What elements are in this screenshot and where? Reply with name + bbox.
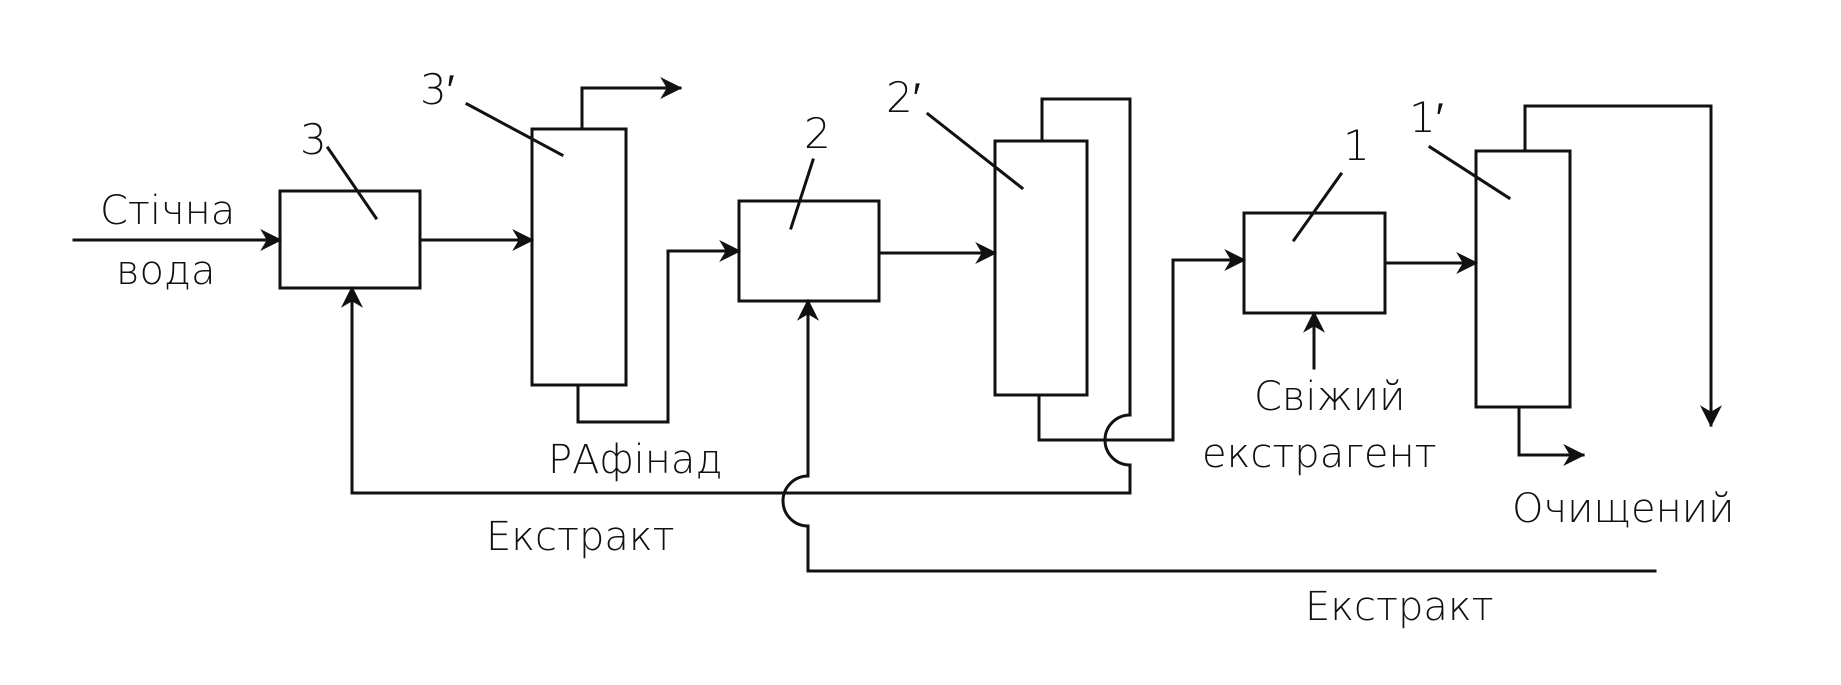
label-wastewater-line2: вода (116, 248, 216, 294)
mixer2-crossover-arc (781, 474, 810, 528)
unit-label-mixer-2: 2 (804, 109, 831, 158)
unit-label-column-3: 3′ (420, 65, 455, 114)
unit-label-column-1: 1′ (1409, 93, 1444, 142)
label-wastewater-line1: Стічна (100, 188, 235, 234)
leader-column-2 (925, 111, 1025, 191)
extract-return-to-mixer3-line (341, 285, 1132, 495)
column1-top-outlet-line (1523, 104, 1722, 428)
label-fresh-line2: екстрагент (1202, 431, 1437, 477)
column2-top-loop-line (1040, 97, 1132, 417)
column2-bottom-to-mixer1-line (1037, 249, 1247, 442)
column1-bottom-outlet-line (1517, 405, 1586, 466)
unit-label-mixer-3: 3 (300, 115, 327, 164)
unit-label-column-2: 2′ (886, 73, 921, 122)
leader-mixer-3 (325, 145, 379, 221)
mixer-3-box (278, 189, 422, 290)
column-1-box (1474, 149, 1572, 409)
leader-column-1 (1427, 144, 1512, 201)
label-fresh-line1: Свіжий (1254, 374, 1406, 420)
leader-mixer-1 (1291, 171, 1344, 243)
leader-mixer-2 (789, 158, 815, 230)
label-extract-upper: Екстракт (486, 514, 675, 560)
raffinate-to-mixer2-line (576, 240, 742, 424)
mixer-2-box (737, 199, 881, 303)
label-raffinate: РАфінад (548, 437, 723, 483)
column3-top-outlet-line (580, 77, 683, 131)
leader-column-3 (464, 101, 565, 158)
extract-to-mixer2-line-lower (806, 524, 1657, 573)
label-purified: Очищений (1512, 486, 1734, 532)
label-extract-lower: Екстракт (1305, 584, 1494, 630)
column-3-box (530, 127, 628, 387)
unit-label-mixer-1: 1 (1343, 121, 1370, 170)
mixer-1-box (1242, 211, 1387, 315)
column-2-box (993, 139, 1089, 397)
